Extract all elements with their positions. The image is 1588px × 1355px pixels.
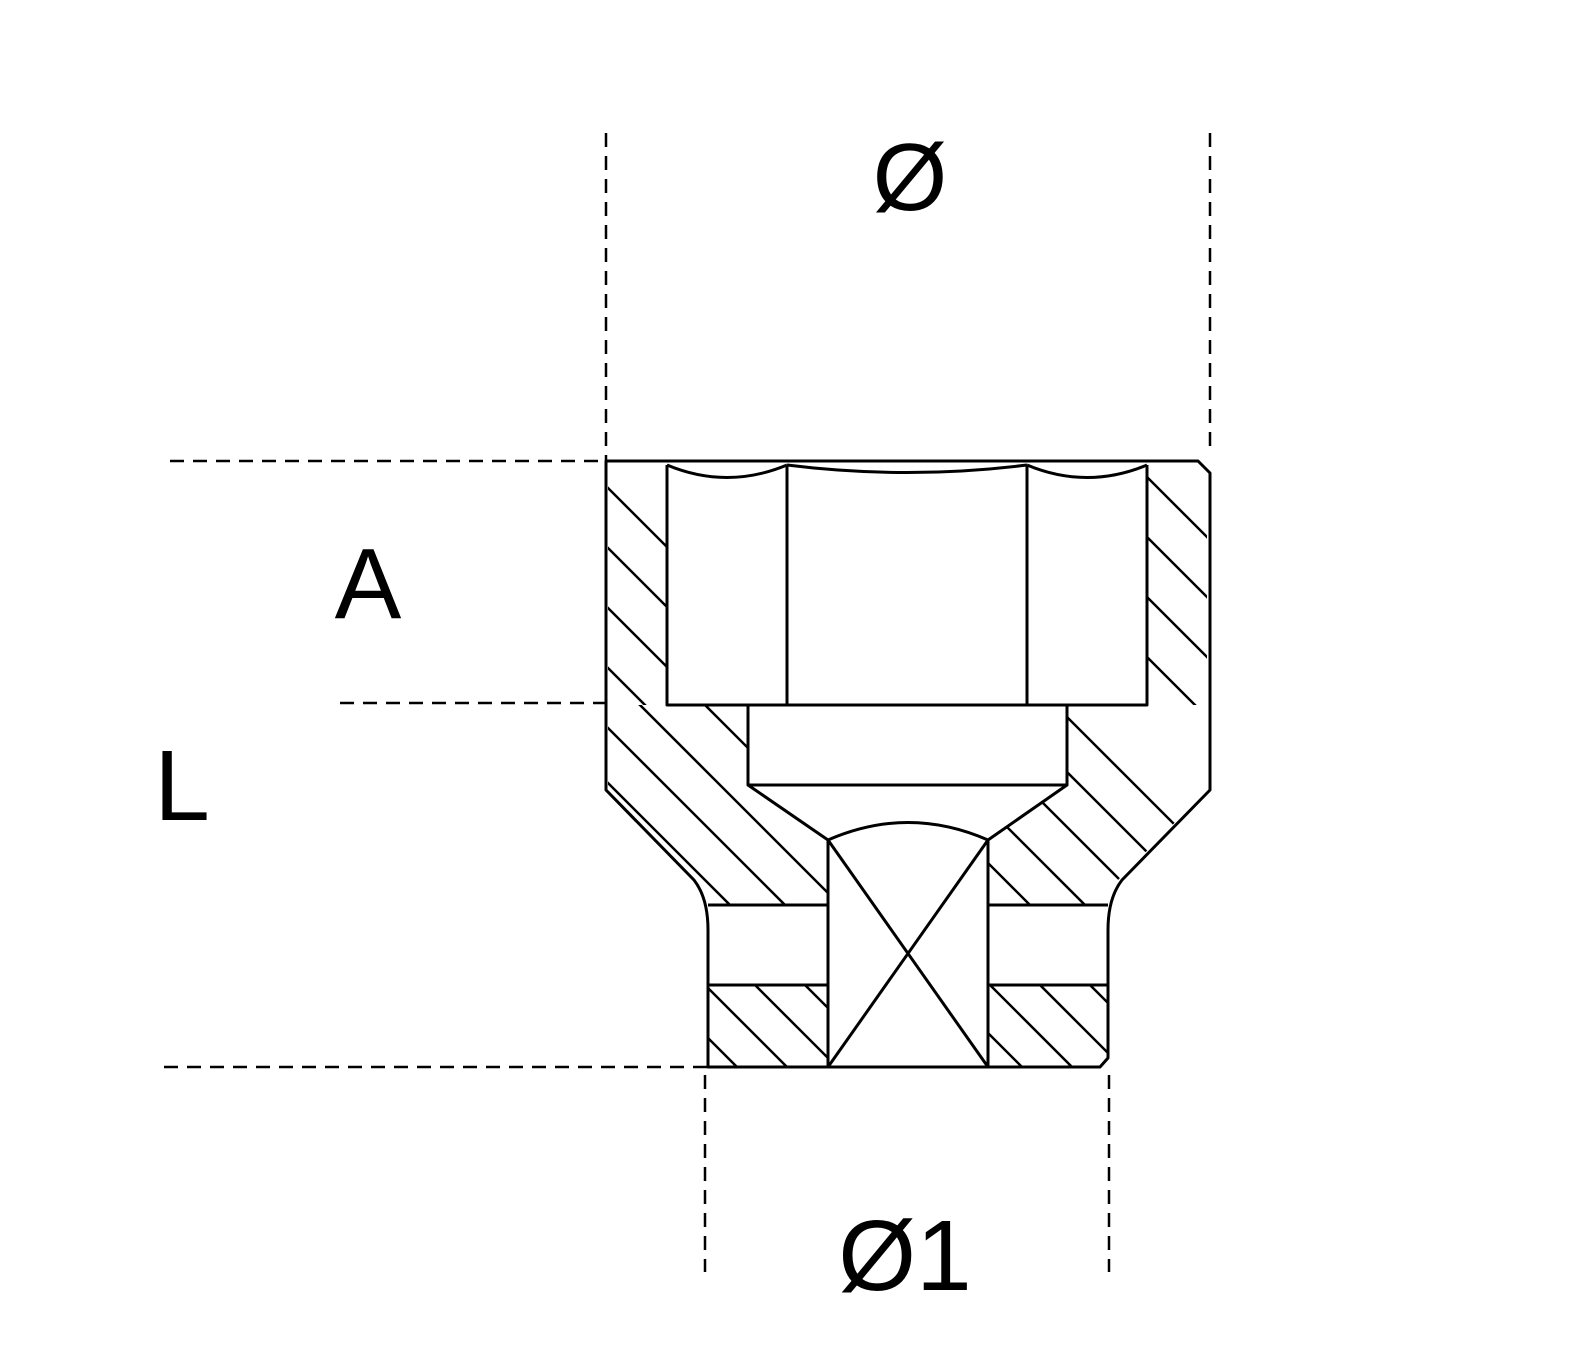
outer-diameter-label: Ø [873,124,948,231]
drive-diameter-label: Ø1 [838,1200,971,1312]
hex-recess [665,465,1149,707]
counterbore [746,705,1069,787]
socket-outline [604,459,1212,1069]
socket-depth-label: A [335,528,402,640]
section-hatching [608,465,1207,1067]
outer-profile [604,459,1212,1069]
overall-length-label: L [154,730,210,842]
extension-lines [164,133,1212,1272]
